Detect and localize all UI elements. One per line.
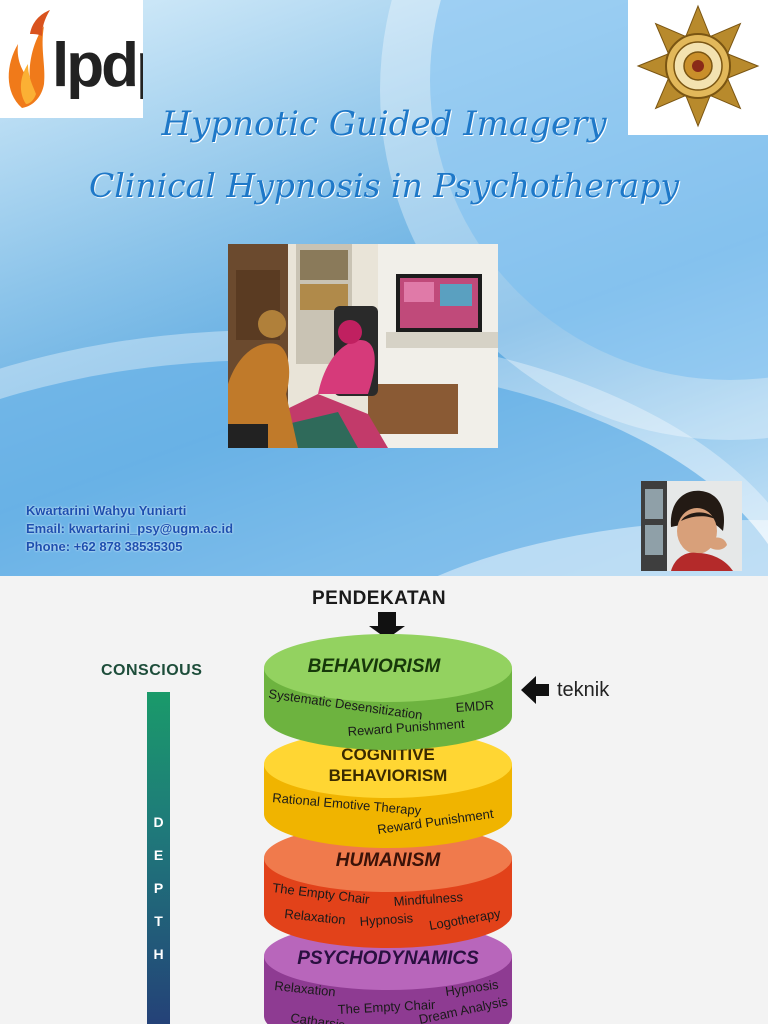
depth-letter: E [153,847,164,863]
slide-heading-pendekatan: PENDEKATAN [312,588,447,609]
author-email: Email: kwartarini_psy@ugm.ac.id [26,521,234,536]
title-slide: lpdp Hypnotic [0,0,768,576]
depth-scale-bar: D E P T H [147,692,170,1024]
depth-letter: T [154,913,163,929]
ugm-seal-graphic [636,4,760,128]
technique-label: Hypnosis [444,977,500,999]
therapy-session-photo [228,244,498,448]
technique-label: Relaxation [284,906,347,927]
depth-letter: D [153,814,164,830]
technique-label: Hypnosis [359,910,414,929]
layer-behaviorism: BEHAVIORISM Systematic Desensitization E… [264,634,512,750]
depth-letter: H [153,946,164,962]
lpdp-logo: lpdp [0,0,175,118]
author-name: Kwartarini Wahyu Yuniarti [26,503,187,518]
technique-label: EMDR [455,697,494,715]
technique-label: Relaxation [274,978,337,999]
therapy-session-illustration [228,244,498,448]
author-portrait-photo [641,481,742,571]
arrow-left-icon [521,676,549,704]
approaches-layer-diagram: PSYCHODYNAMICS Relaxation Hypnosis The E… [264,612,549,1024]
layer-title-humanism: HUMANISM [336,850,442,871]
lpdp-logo-graphic: lpdp [8,10,175,108]
depth-letter: P [153,880,164,896]
technique-label: Mindfulness [393,889,464,909]
slide-title-line2: Clinical Hypnosis in Psychotherapy [88,166,679,205]
layer-cognitive-behaviorism: COGNITIVE BEHAVIORISM Rational Emotive T… [264,730,512,848]
slide-title-line1: Hypnotic Guided Imagery [161,104,607,144]
author-info: Kwartarini Wahyu Yuniarti Email: kwartar… [26,502,233,556]
technique-label: The Empty Chair [337,997,436,1017]
layer-title-cognitive: COGNITIVE [341,745,435,764]
approaches-slide: PENDEKATAN CONSCIOUS D E P T H teknik PS… [0,576,768,1024]
layer-title-behaviorism: BEHAVIORISM [329,766,448,785]
portrait-illustration [641,481,742,571]
layer-title-psychodynamics: PSYCHODYNAMICS [297,948,479,969]
teknik-label: teknik [557,679,610,701]
author-phone: Phone: +62 878 38535305 [26,539,183,554]
arrow-down-icon [369,612,405,639]
conscious-label: CONSCIOUS [101,662,203,679]
ugm-seal-logo [628,0,768,135]
lpdp-logo-text: lpdp [52,31,143,100]
layer-title-behaviorism-top: BEHAVIORISM [308,656,442,677]
